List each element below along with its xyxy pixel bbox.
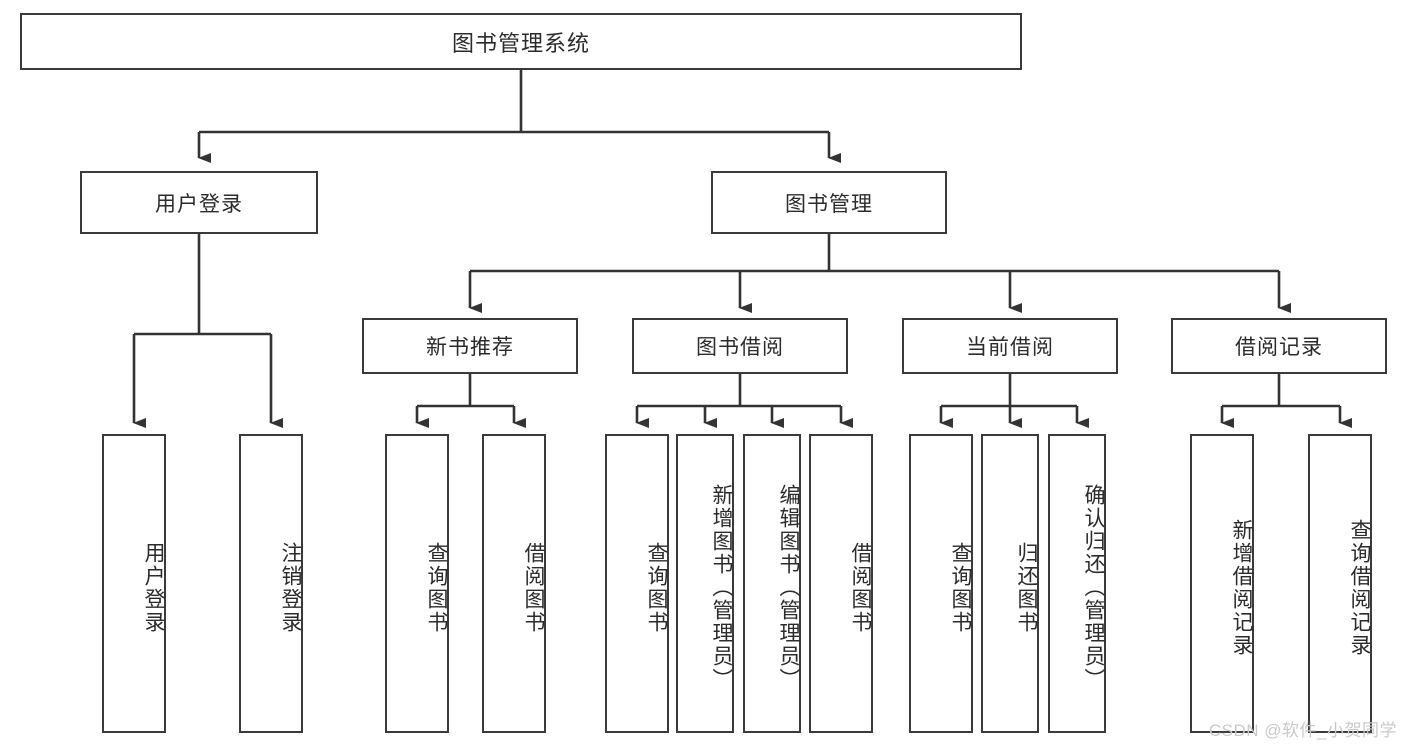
leaf-user-login-login[interactable]: 用户登录	[102, 434, 166, 733]
leaf-borrow-query-book[interactable]: 查询图书	[605, 434, 669, 733]
watermark: CSDN @软件_小贺同学	[1208, 721, 1397, 740]
leaf-current-return-book[interactable]: 归还图书	[981, 434, 1039, 733]
leaf-record-add[interactable]: 新增借阅记录	[1190, 434, 1254, 733]
node-borrow-record[interactable]: 借阅记录	[1171, 318, 1387, 374]
node-root[interactable]: 图书管理系统	[20, 13, 1022, 70]
leaf-borrow-borrow-book[interactable]: 借阅图书	[809, 434, 873, 733]
leaf-new-book-query[interactable]: 查询图书	[385, 434, 449, 733]
node-book-borrow[interactable]: 图书借阅	[632, 318, 848, 374]
leaf-borrow-edit-book-admin[interactable]: 编辑图书（管理员）	[743, 434, 801, 733]
node-current-borrow[interactable]: 当前借阅	[902, 318, 1118, 374]
leaf-record-query[interactable]: 查询借阅记录	[1308, 434, 1372, 733]
leaf-borrow-add-book-admin[interactable]: 新增图书（管理员）	[676, 434, 734, 733]
leaf-user-login-logout[interactable]: 注销登录	[239, 434, 303, 733]
leaf-new-book-borrow[interactable]: 借阅图书	[482, 434, 546, 733]
node-book-management[interactable]: 图书管理	[711, 171, 947, 234]
node-new-book-recommend[interactable]: 新书推荐	[362, 318, 578, 374]
leaf-current-confirm-return-admin[interactable]: 确认归还（管理员）	[1048, 434, 1106, 733]
node-user-login[interactable]: 用户登录	[80, 171, 318, 234]
leaf-current-query-book[interactable]: 查询图书	[909, 434, 973, 733]
